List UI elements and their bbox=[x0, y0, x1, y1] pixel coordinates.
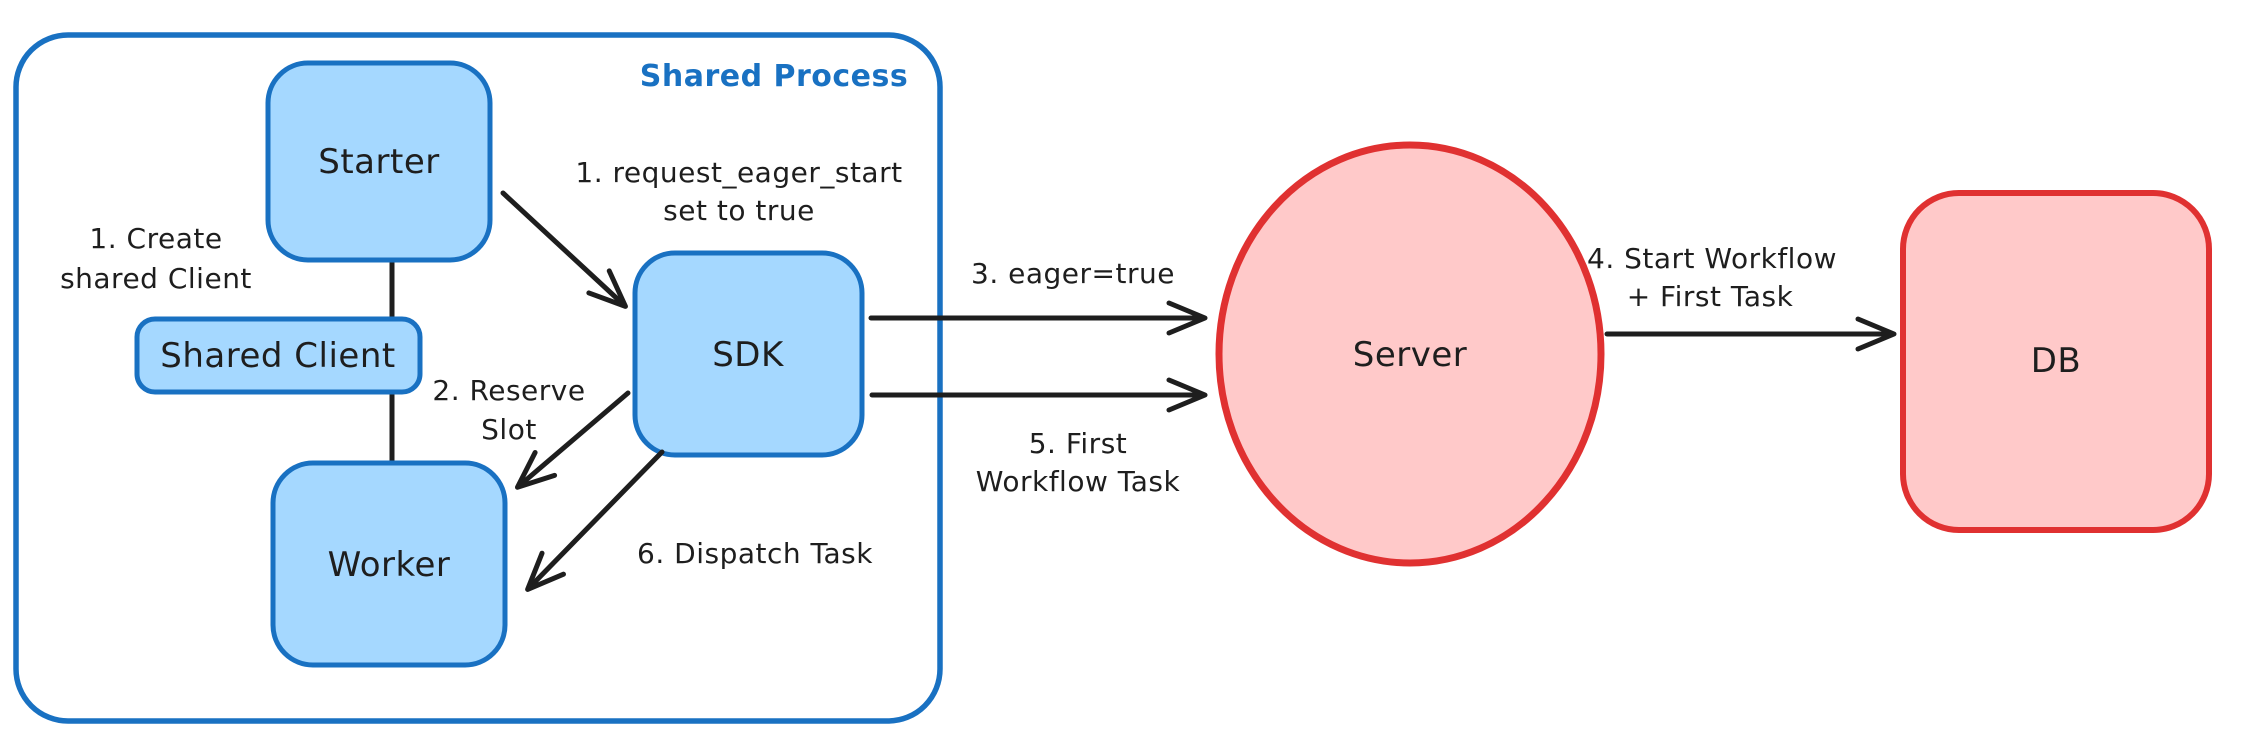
request-eager-start-annotation-line2: set to true bbox=[663, 194, 815, 227]
arrow-dispatch-task bbox=[525, 449, 665, 592]
start-workflow-annotation-line2: + First Task bbox=[1627, 280, 1794, 313]
request-eager-start-annotation-line1: 1. request_eager_start bbox=[575, 156, 902, 189]
create-shared-client-annotation-line1: 1. Create bbox=[89, 222, 222, 255]
first-workflow-task-annotation-line2: Workflow Task bbox=[976, 465, 1181, 498]
start-workflow-annotation-line1: 4. Start Workflow bbox=[1587, 242, 1837, 275]
starter-label: Starter bbox=[318, 142, 439, 182]
worker-node bbox=[270, 460, 508, 668]
shared-process-label: Shared Process bbox=[640, 59, 909, 94]
eager-true-annotation: 3. eager=true bbox=[971, 257, 1175, 290]
db-node bbox=[1900, 190, 2212, 533]
shared-process-frame bbox=[13, 32, 943, 724]
arrow-request-eager-start bbox=[500, 190, 628, 309]
server-label: Server bbox=[1353, 335, 1468, 375]
server-node bbox=[1215, 141, 1605, 567]
sdk-node bbox=[632, 250, 865, 458]
arrow-reserve-slot bbox=[514, 390, 631, 490]
first-workflow-task-annotation-line1: 5. First bbox=[1029, 427, 1128, 460]
starter-node bbox=[265, 60, 493, 263]
reserve-slot-annotation-line2: Slot bbox=[481, 413, 537, 446]
create-shared-client-annotation-line2: shared Client bbox=[60, 262, 252, 295]
shared-client-label: Shared Client bbox=[160, 336, 395, 376]
db-label: DB bbox=[2031, 341, 2082, 381]
worker-label: Worker bbox=[328, 545, 451, 585]
sdk-label: SDK bbox=[712, 335, 785, 375]
shared-client-node bbox=[134, 316, 423, 395]
dispatch-task-annotation: 6. Dispatch Task bbox=[637, 537, 873, 570]
reserve-slot-annotation-line1: 2. Reserve bbox=[432, 374, 585, 407]
